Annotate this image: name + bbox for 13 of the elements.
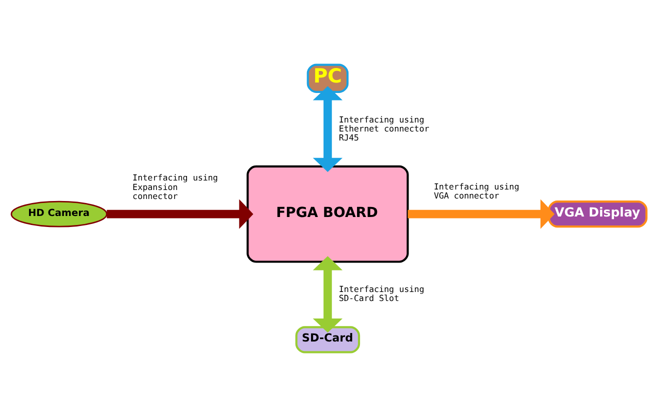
node-ellipse: HD Camera	[10, 200, 108, 227]
edge-label: Interfacing using SD-Card Slot	[338, 284, 424, 303]
node-box: VGA Display	[548, 200, 648, 228]
arrow	[106, 198, 254, 228]
arrow	[312, 86, 343, 172]
node-box: PC	[306, 63, 349, 92]
edge-label: Interfacing using Ethernet connector RJ45	[338, 114, 430, 142]
edge-label: Interfacing using VGA connector	[434, 180, 520, 200]
node-box: SD-Card	[295, 326, 360, 353]
edge-label: Interfacing using Expansion connector	[132, 172, 218, 200]
arrow	[312, 256, 343, 332]
node-box: FPGA BOARD	[246, 164, 409, 262]
arrow	[408, 198, 555, 228]
